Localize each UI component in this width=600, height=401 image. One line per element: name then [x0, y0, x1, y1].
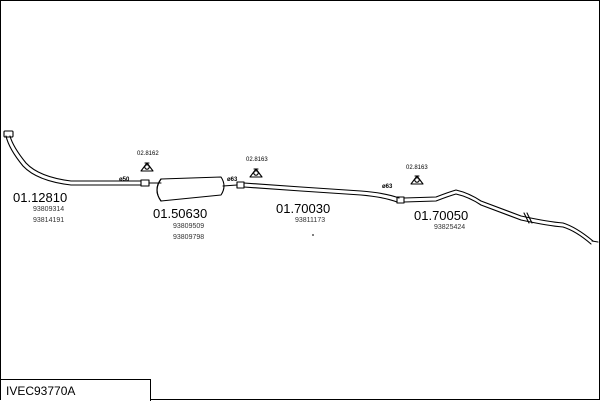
middle-silencer-shape	[148, 176, 245, 202]
tail-pipe-shape	[403, 189, 599, 245]
oem-number: 93809509	[173, 223, 205, 230]
oem-number: 93811173	[295, 217, 326, 224]
hanger-clamp-2	[249, 168, 263, 178]
intermediate-pipe-shape	[243, 182, 405, 204]
hanger-clamp-1	[140, 162, 154, 172]
part-number-middle-silencer: 01.50630	[153, 206, 208, 221]
diameter-label-1: ø50	[119, 177, 130, 183]
oem-number: 93814191	[33, 217, 65, 224]
clamp-number-3: 02.8163	[406, 165, 428, 171]
diagram-code: IVEC93770A	[6, 384, 76, 398]
part-number-front-pipe: 01.12810	[13, 190, 68, 205]
part-number-intermediate-pipe: 01.70030	[276, 201, 331, 216]
oem-number: 93809314	[33, 206, 65, 213]
hanger-clamp-3	[410, 175, 424, 185]
clamp-number-1: 02.8162	[137, 151, 159, 157]
diameter-label-3: ø63	[382, 184, 393, 190]
diameter-label-2: ø63	[227, 177, 238, 183]
oem-number: 93809798	[173, 234, 205, 241]
clamp-number-2: 02.8163	[246, 157, 268, 163]
oem-number: 93825424	[434, 224, 466, 231]
part-number-tail-pipe: 01.70050	[414, 208, 469, 223]
diagram-code-box: IVEC93770A	[1, 379, 151, 401]
front-pipe-shape	[3, 130, 150, 187]
